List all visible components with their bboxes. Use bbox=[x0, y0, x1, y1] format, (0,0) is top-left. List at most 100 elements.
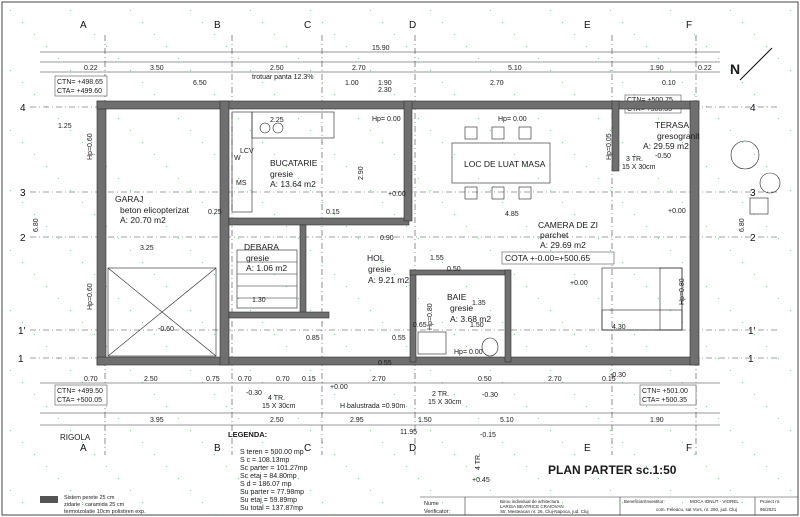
green-grid-dot bbox=[730, 490, 731, 491]
green-grid-dot bbox=[586, 166, 587, 167]
green-grid-dot bbox=[514, 334, 515, 335]
green-grid-dot bbox=[610, 190, 611, 191]
green-grid-dot bbox=[526, 346, 527, 347]
dim-bot2-2: 2.50 bbox=[270, 417, 284, 424]
axis-numbers-right: 4 3 2 1' 1 bbox=[748, 103, 756, 365]
axis-4-left: 4 bbox=[20, 103, 26, 114]
cta-tl-2: CTA= +499.60 bbox=[57, 88, 102, 95]
misc-dim-6: 0.50 bbox=[447, 266, 461, 273]
green-grid-dot bbox=[118, 58, 119, 59]
green-grid-dot bbox=[718, 238, 719, 239]
green-grid-dot bbox=[130, 70, 131, 71]
garaj-finish: beton elicopterizat bbox=[120, 205, 190, 215]
green-grid-dot bbox=[742, 442, 743, 443]
green-grid-dot bbox=[682, 322, 683, 323]
dim-top-7: 0.22 bbox=[698, 65, 712, 72]
legend: LEGENDA: S teren = 500.00 mp S c = 108.1… bbox=[228, 430, 308, 512]
green-grid-dot bbox=[442, 502, 443, 503]
green-grid-dot bbox=[346, 166, 347, 167]
green-grid-dot bbox=[778, 238, 779, 239]
green-grid-dot bbox=[250, 70, 251, 71]
green-grid-dot bbox=[634, 454, 635, 455]
green-grid-dot bbox=[142, 202, 143, 203]
green-grid-dot bbox=[502, 22, 503, 23]
green-grid-dot bbox=[202, 382, 203, 383]
green-grid-dot bbox=[442, 142, 443, 143]
title-block: Nume Verificator: Birou individual de ar… bbox=[420, 496, 798, 515]
stair-1: 4 TR. bbox=[268, 395, 285, 402]
green-grid-dot bbox=[22, 22, 23, 23]
green-grid-dot bbox=[730, 190, 731, 191]
green-grid-dot bbox=[262, 202, 263, 203]
green-grid-dot bbox=[514, 94, 515, 95]
green-grid-dot bbox=[142, 322, 143, 323]
green-grid-dot bbox=[550, 190, 551, 191]
green-grid-dot bbox=[634, 514, 635, 515]
lev-2: +0.00 bbox=[388, 191, 406, 198]
balustrada-label: H balustrada =0.90m bbox=[340, 403, 405, 410]
green-grid-dot bbox=[430, 70, 431, 71]
green-grid-dot bbox=[526, 406, 527, 407]
green-grid-dot bbox=[310, 10, 311, 11]
green-grid-dot bbox=[262, 262, 263, 263]
green-grid-dot bbox=[562, 442, 563, 443]
misc-dim-4: 3.25 bbox=[140, 245, 154, 252]
green-grid-dot bbox=[22, 82, 23, 83]
green-grid-dot bbox=[682, 142, 683, 143]
green-grid-dot bbox=[418, 178, 419, 179]
wall-legend: Sistem perete 25 cm zidarie - caramida 2… bbox=[40, 495, 146, 515]
green-grid-dot bbox=[706, 286, 707, 287]
green-grid-dot bbox=[658, 298, 659, 299]
green-grid-dot bbox=[334, 334, 335, 335]
green-grid-dot bbox=[274, 514, 275, 515]
green-grid-dot bbox=[286, 166, 287, 167]
green-grid-dot bbox=[382, 322, 383, 323]
room-baie: BAIE gresie A: 3.68 m2 bbox=[447, 292, 491, 324]
green-grid-dot bbox=[250, 490, 251, 491]
green-grid-dot bbox=[10, 70, 11, 71]
debara-area: A: 1.06 m2 bbox=[246, 263, 287, 273]
green-grid-dot bbox=[754, 514, 755, 515]
green-grid-dot bbox=[334, 454, 335, 455]
dim-top2-1: 6.50 bbox=[193, 80, 207, 87]
green-grid-dot bbox=[10, 310, 11, 311]
dim-top2-4: 2.30 bbox=[378, 87, 392, 94]
axis-2-left: 2 bbox=[20, 233, 26, 244]
green-grid-dot bbox=[766, 46, 767, 47]
dim-top-5: 1.90 bbox=[650, 65, 664, 72]
room-loc-masa: LOC DE LUAT MASA bbox=[464, 159, 546, 169]
green-grid-dot bbox=[598, 178, 599, 179]
garaj-name: GARAJ bbox=[115, 194, 143, 204]
green-grid-dot bbox=[622, 82, 623, 83]
green-grid-dot bbox=[298, 178, 299, 179]
green-grid-dot bbox=[94, 214, 95, 215]
garaj-area: A: 20.70 m2 bbox=[120, 215, 166, 225]
stair-3b: 15 X 30cm bbox=[622, 164, 656, 171]
green-grid-dot bbox=[394, 334, 395, 335]
legend-stat-6: Su parter = 77.98mp bbox=[240, 489, 304, 496]
green-grid-dot bbox=[562, 382, 563, 383]
hp-garaj-1: Hp=0.60 bbox=[87, 133, 94, 160]
green-grid-dot bbox=[94, 454, 95, 455]
green-grid-dot bbox=[790, 370, 791, 371]
green-grid-dot bbox=[370, 370, 371, 371]
green-grid-dot bbox=[70, 130, 71, 131]
tb-proiect-nr: 96/2021 bbox=[760, 507, 777, 512]
green-grid-dot bbox=[58, 238, 59, 239]
green-grid-dot bbox=[70, 430, 71, 431]
green-grid-dot bbox=[466, 406, 467, 407]
axis-b-top: B bbox=[214, 20, 221, 31]
green-grid-dot bbox=[10, 370, 11, 371]
green-grid-dot bbox=[418, 418, 419, 419]
green-grid-dot bbox=[166, 286, 167, 287]
green-grid-dot bbox=[670, 490, 671, 491]
green-grid-dot bbox=[58, 298, 59, 299]
green-grid-dot bbox=[358, 478, 359, 479]
green-grid-dot bbox=[766, 226, 767, 227]
cta-tag-bottom-left: CTN= +499.50 CTA= +500.05 bbox=[54, 384, 108, 406]
green-grid-dot bbox=[418, 118, 419, 119]
camera-finish: parchet bbox=[540, 230, 569, 240]
axis-f-top: F bbox=[686, 20, 692, 31]
green-grid-dot bbox=[34, 94, 35, 95]
green-grid-dot bbox=[766, 346, 767, 347]
